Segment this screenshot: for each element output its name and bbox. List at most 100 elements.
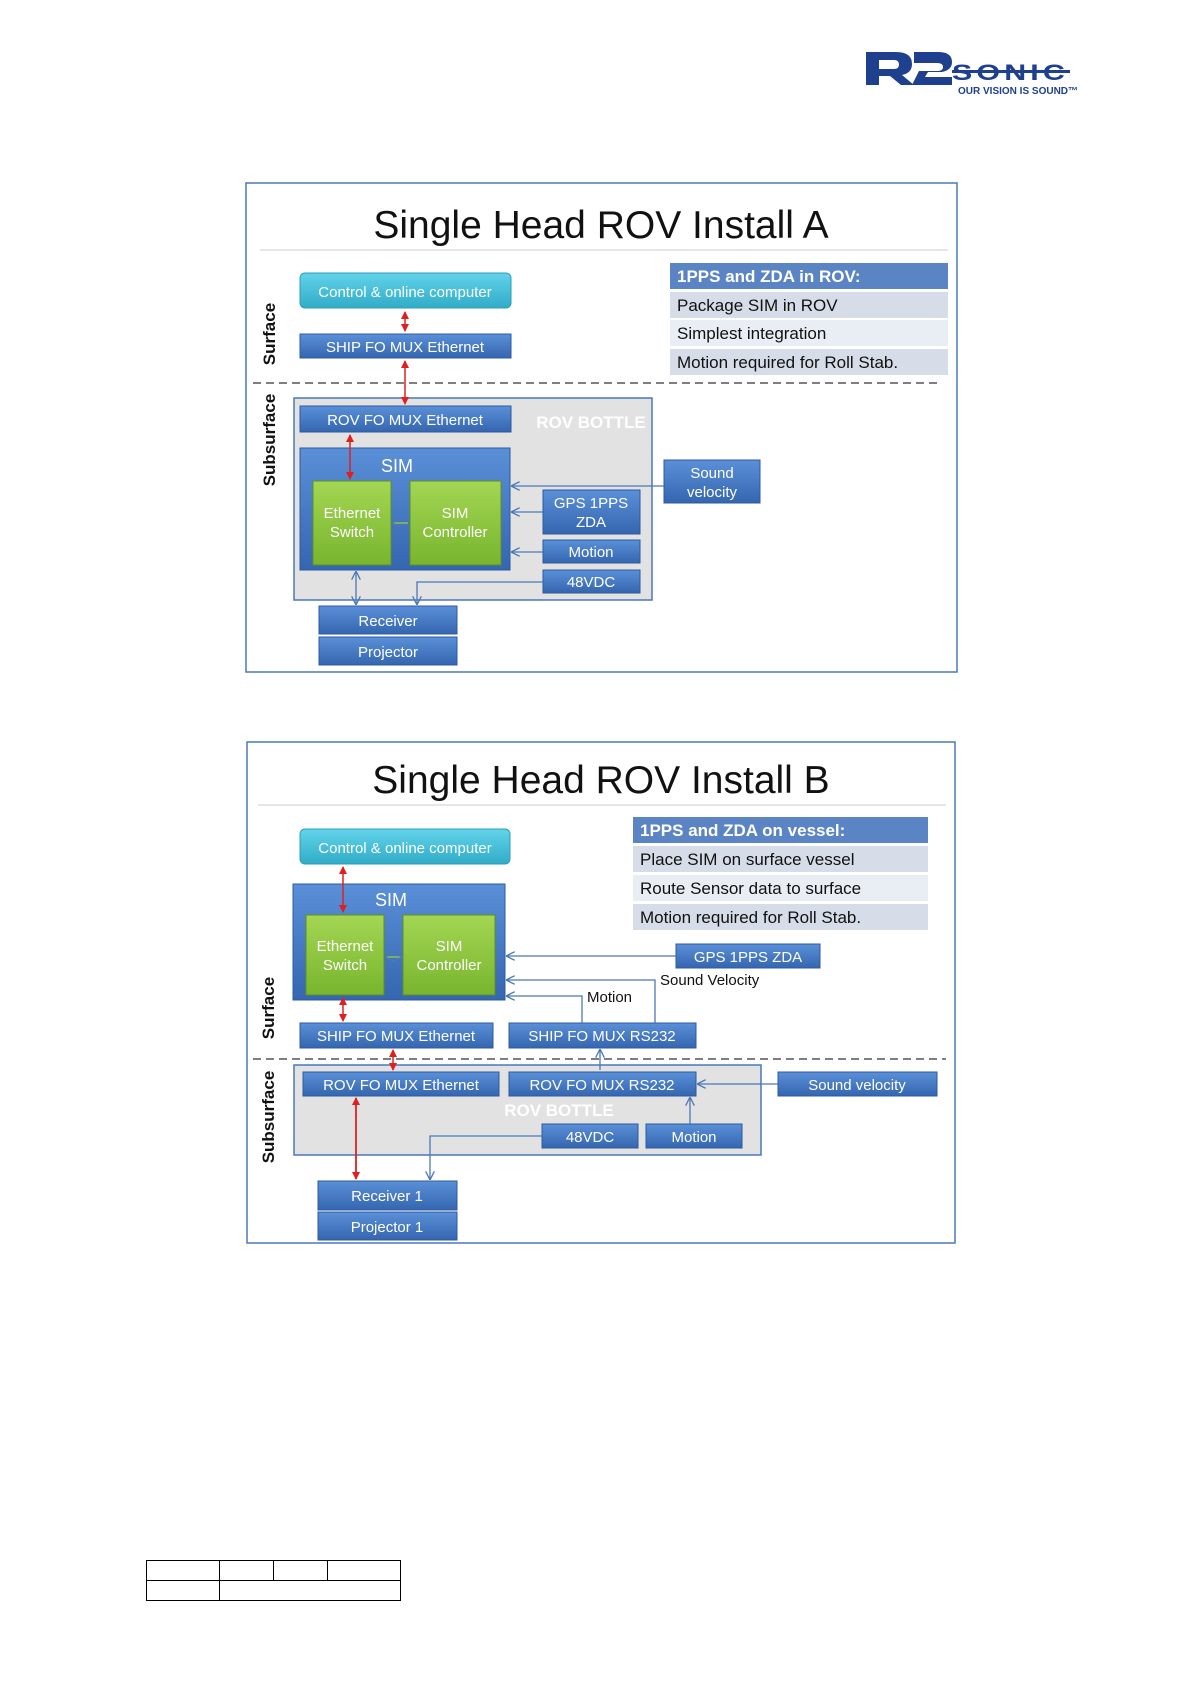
- sim-controller-label-1: SIM: [436, 938, 463, 955]
- ethernet-switch-label-2: Switch: [323, 957, 367, 974]
- control-computer-label: Control & online computer: [318, 840, 491, 857]
- receiver-label: Receiver: [358, 613, 417, 630]
- diagram-b-title: Single Head ROV Install B: [372, 759, 829, 802]
- notes-row-text: Package SIM in ROV: [677, 296, 838, 315]
- zone-label-subsurface: Subsurface: [259, 1071, 278, 1164]
- sim-controller-box: [402, 914, 496, 996]
- zone-label-surface: Surface: [260, 303, 279, 365]
- sim-label: SIM: [381, 456, 413, 476]
- notes-table-a: 1PPS and ZDA in ROV: Package SIM in ROV …: [670, 263, 948, 375]
- line-motion-sim: [507, 996, 583, 1023]
- ship-fo-mux-rs232-box: [508, 1022, 697, 1049]
- diagram-install-b: Single Head ROV Install B Surface Subsur…: [246, 741, 956, 1244]
- notes-row-text: Simplest integration: [677, 324, 826, 343]
- footer-cell: [219, 1580, 401, 1601]
- power-label: 48VDC: [566, 1129, 615, 1146]
- notes-header-row: [670, 263, 948, 289]
- logo-tagline: OUR VISION IS SOUND™: [958, 86, 1078, 97]
- sound-velocity-label-1: Sound: [690, 465, 733, 482]
- sim-label: SIM: [375, 890, 407, 910]
- logo-mark: [866, 52, 1070, 85]
- ethernet-switch-box: [312, 480, 392, 566]
- ship-fo-mux-ethernet-box: [299, 1022, 494, 1049]
- projector-box: [318, 636, 458, 666]
- power-box: [541, 1123, 639, 1149]
- diagram-install-a: Single Head ROV Install A Surface Subsur…: [245, 182, 958, 673]
- sim-controller-label-2: Controller: [422, 524, 487, 541]
- notes-row: [670, 292, 948, 318]
- notes-row-text: Motion required for Roll Stab.: [677, 353, 898, 372]
- notes-row: [633, 875, 928, 901]
- notes-row: [633, 904, 928, 930]
- rov-fo-mux-rs232-label: ROV FO MUX RS232: [529, 1077, 674, 1094]
- ethernet-switch-label-1: Ethernet: [324, 505, 382, 522]
- sound-velocity-route-label: Sound Velocity: [660, 972, 760, 989]
- footer-cell: [146, 1580, 220, 1601]
- footer-row: [146, 1560, 401, 1581]
- motion-label: Motion: [568, 544, 613, 561]
- rov-fo-mux-label: ROV FO MUX Ethernet: [327, 412, 484, 429]
- notes-header-row: [633, 817, 928, 843]
- ethernet-switch-box: [305, 914, 385, 996]
- diagram-a-title: Single Head ROV Install A: [373, 204, 828, 247]
- motion-route-label: Motion: [587, 989, 632, 1006]
- rov-bottle-label: ROV BOTTLE: [536, 413, 646, 432]
- footer-cell: [327, 1560, 401, 1581]
- line-power-receiver: [430, 1135, 542, 1179]
- notes-row: [670, 349, 948, 375]
- projector-label: Projector: [358, 644, 418, 661]
- sound-velocity-label: Sound velocity: [808, 1077, 906, 1094]
- r2sonic-logo: SONIC OUR VISION IS SOUND™: [866, 52, 1078, 97]
- notes-row-text: Motion required for Roll Stab.: [640, 908, 861, 927]
- footer-cell: [219, 1560, 274, 1581]
- sim-controller-label-2: Controller: [416, 957, 481, 974]
- control-computer-box: [299, 828, 511, 865]
- ship-fo-mux-ethernet-label: SHIP FO MUX Ethernet: [317, 1028, 476, 1045]
- zone-label-surface: Surface: [259, 977, 278, 1039]
- projector-box: [317, 1211, 458, 1241]
- notes-row: [670, 320, 948, 346]
- ship-fo-mux-label: SHIP FO MUX Ethernet: [326, 339, 485, 356]
- notes-header-text: 1PPS and ZDA in ROV:: [677, 267, 861, 286]
- line-power-receiver: [417, 581, 543, 604]
- rov-fo-mux-rs232-box: [508, 1071, 697, 1097]
- notes-header-text: 1PPS and ZDA on vessel:: [640, 821, 845, 840]
- rov-fo-mux-ethernet-box: [302, 1071, 500, 1097]
- ethernet-switch-label-2: Switch: [330, 524, 374, 541]
- sound-velocity-box: [663, 459, 761, 504]
- line-sound-velocity-sim: [507, 980, 656, 1023]
- gps-box: [675, 943, 821, 969]
- receiver-label: Receiver 1: [351, 1188, 423, 1205]
- motion-box: [645, 1123, 743, 1149]
- notes-row-text: Place SIM on surface vessel: [640, 850, 854, 869]
- receiver-box: [318, 605, 458, 635]
- control-computer-box: [299, 272, 512, 309]
- control-computer-label: Control & online computer: [318, 284, 491, 301]
- rov-fo-mux-box: [299, 405, 512, 433]
- ship-fo-mux-box: [299, 333, 512, 359]
- ship-fo-mux-rs232-label: SHIP FO MUX RS232: [528, 1028, 675, 1045]
- rov-bottle-label: ROV BOTTLE: [504, 1101, 614, 1120]
- notes-row: [633, 846, 928, 872]
- gps-label-1: GPS 1PPS: [554, 495, 628, 512]
- power-label: 48VDC: [567, 574, 616, 591]
- footer-cell: [273, 1560, 328, 1581]
- logo-wordmark: SONIC: [952, 60, 1069, 85]
- footer-row: [146, 1580, 401, 1601]
- sound-velocity-label-2: velocity: [687, 484, 738, 501]
- notes-row-text: Route Sensor data to surface: [640, 879, 861, 898]
- sim-controller-box: [409, 480, 502, 566]
- footer-table: [146, 1560, 401, 1601]
- zone-label-subsurface: Subsurface: [260, 394, 279, 487]
- gps-box: [542, 489, 641, 535]
- motion-label: Motion: [671, 1129, 716, 1146]
- gps-label-2: ZDA: [576, 514, 606, 531]
- gps-label: GPS 1PPS ZDA: [694, 949, 802, 966]
- sim-controller-label-1: SIM: [442, 505, 469, 522]
- rov-fo-mux-ethernet-label: ROV FO MUX Ethernet: [323, 1077, 480, 1094]
- receiver-box: [317, 1180, 458, 1211]
- footer-cell: [146, 1560, 220, 1581]
- projector-label: Projector 1: [351, 1219, 424, 1236]
